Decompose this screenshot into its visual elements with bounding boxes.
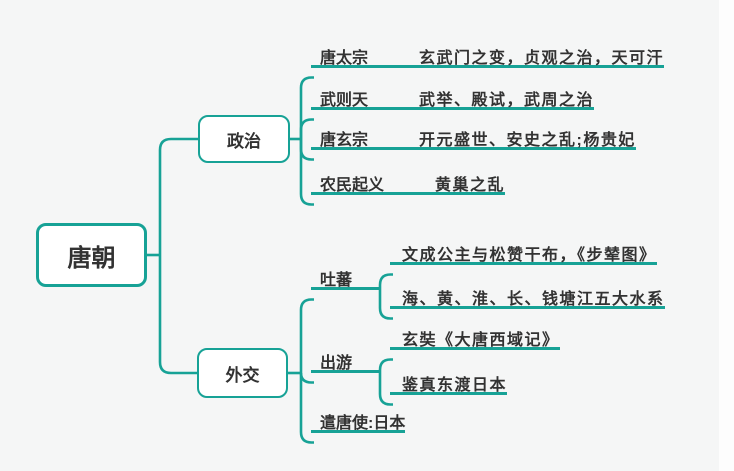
branch-node-diplomacy[interactable]: 外交 [197,348,288,398]
topic-label-wu-zetian[interactable]: 武则天 [320,92,369,109]
topic-label-qiantangshi[interactable]: 遣唐使:日本 [320,415,406,432]
topic-detail-nongmin-qiyi[interactable]: 黄巢之乱 [435,177,506,194]
topic-label-tang-xuanzong[interactable]: 唐玄宗 [320,132,369,149]
edge-diplomacy-to-qiantangshi [299,373,314,444]
topic-row: 海、黄、淮、长、钱塘江五大水系 [390,290,665,309]
topic-row: 吐蕃 [311,271,380,290]
topic-row: 武则天 武举、殿试，武周之治 [311,91,595,110]
topic-detail-wencheng-gongzhu[interactable]: 文成公主与松赞干布，《步辇图》 [402,247,657,264]
topic-detail-tang-xuanzong[interactable]: 开元盛世、安史之乱;杨贵妃 [419,132,636,149]
edge-chuyou-to-xuanzang [378,358,393,383]
edge-root-to-diplomacy [158,255,197,375]
topic-label-nongmin-qiyi[interactable]: 农民起义 [320,177,385,194]
page-edge-strip [719,0,734,471]
topic-detail-wu-zetian[interactable]: 武举、殿试，武周之治 [419,92,595,109]
edge-tubo-to-wencheng [378,273,393,300]
topic-row: 农民起义 黄巢之乱 [311,176,506,195]
edge-politics-to-taizong [299,76,314,139]
edge-root-to-politics [158,137,198,255]
topic-row: 鉴真东渡日本 [390,376,508,395]
edge-tubo-to-shuixi [378,299,393,320]
topic-detail-xuanzang[interactable]: 玄奘《大唐西域记》 [402,332,560,349]
edge-diplomacy-to-chuyou [299,372,314,384]
topic-row: 文成公主与松赞干布，《步辇图》 [390,246,657,265]
branch-node-politics[interactable]: 政治 [198,115,290,163]
topic-detail-wuda-shuixi[interactable]: 海、黄、淮、长、钱塘江五大水系 [402,291,665,308]
topic-detail-tang-taizong[interactable]: 玄武门之变，贞观之治，天可汗 [419,50,665,67]
edge-chuyou-to-jianzhen [378,382,393,406]
topic-row: 遣唐使:日本 [311,414,406,433]
topic-row: 唐玄宗 开元盛世、安史之乱;杨贵妃 [311,131,636,150]
topic-row: 出游 [311,354,380,373]
topic-detail-jianzhen[interactable]: 鉴真东渡日本 [402,377,508,394]
edge-diplomacy-to-tubo [299,298,314,373]
topic-row: 唐太宗 玄武门之变，贞观之治，天可汗 [311,49,665,68]
topic-label-tubo[interactable]: 吐蕃 [320,272,353,289]
topic-row: 玄奘《大唐西域记》 [390,331,560,350]
edge-politics-to-wuzetian [299,118,314,139]
topic-label-chuyou[interactable]: 出游 [320,355,353,372]
topic-label-tang-taizong[interactable]: 唐太宗 [320,50,369,67]
root-node[interactable]: 唐朝 [36,223,147,287]
edge-politics-to-nongmin [299,139,314,206]
